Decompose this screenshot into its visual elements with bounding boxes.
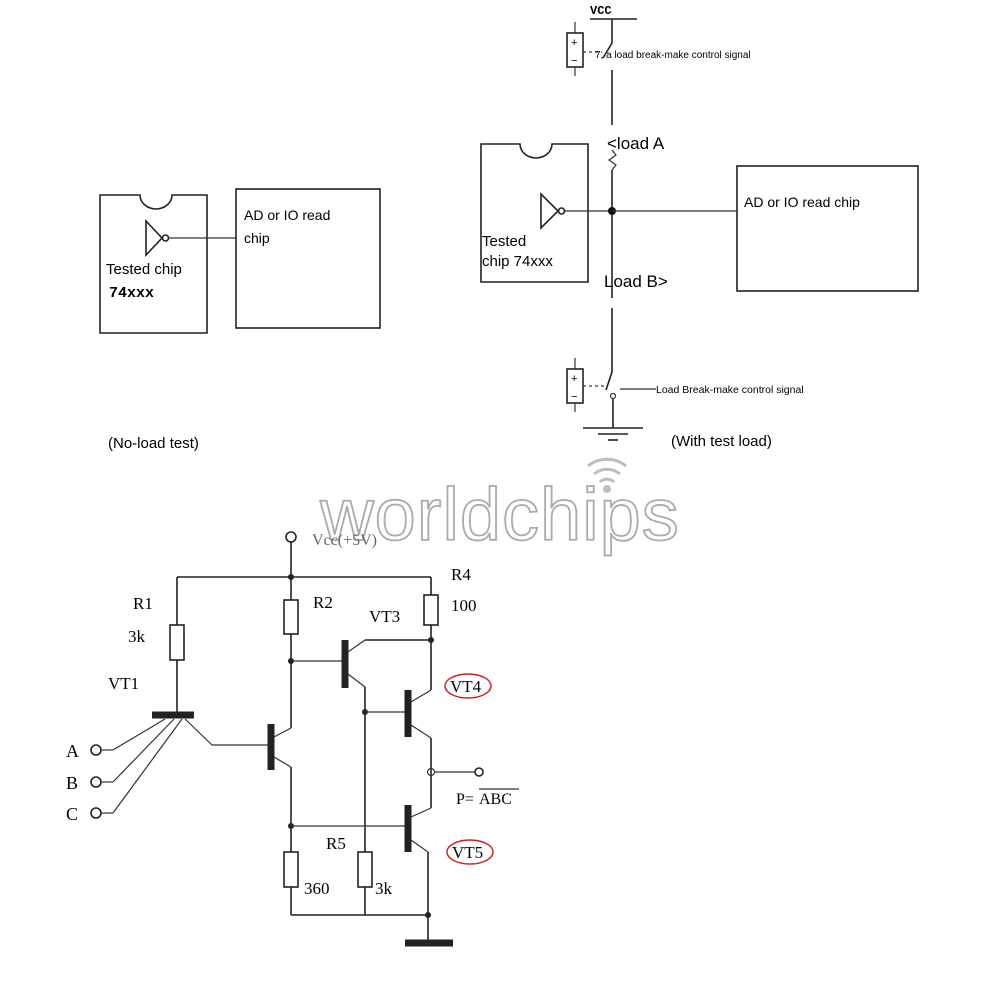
input-a-label: A bbox=[66, 741, 79, 761]
r1-name: R1 bbox=[133, 594, 153, 613]
input-c-label: C bbox=[66, 804, 78, 824]
with-load-test-diagram: VCC + − 7, a load break-make control sig… bbox=[480, 4, 919, 450]
vcc-5v-label: Vcc(+5V) bbox=[312, 532, 377, 549]
output-terminal[interactable] bbox=[474, 767, 484, 777]
top-relay-plus: + bbox=[571, 37, 577, 49]
vt5-name: VT5 bbox=[452, 843, 483, 862]
tested-chip-label: Tested chip bbox=[106, 261, 182, 278]
vt4-name: VT4 bbox=[450, 677, 482, 696]
input-b-label: B bbox=[66, 773, 78, 793]
tested-chip-body bbox=[99, 194, 208, 334]
input-b-terminal[interactable] bbox=[90, 776, 102, 788]
input-a-terminal[interactable] bbox=[90, 744, 102, 756]
vt1-emitter-c bbox=[112, 718, 183, 814]
bottom-switch-blade bbox=[605, 371, 613, 391]
inverter-bubble bbox=[161, 234, 170, 242]
vt3-collector-lead bbox=[347, 639, 366, 653]
right-read-chip-box bbox=[736, 165, 919, 292]
load-b-label: Load B> bbox=[604, 272, 668, 291]
load-a-label: <load A bbox=[607, 134, 665, 153]
bottom-control-signal-label: Load Break-make control signal bbox=[656, 384, 804, 396]
tested-chip-line1: Tested bbox=[482, 233, 526, 250]
no-load-caption: (No-load test) bbox=[108, 435, 199, 452]
r2-resistor bbox=[283, 599, 299, 635]
right-inverter-bubble bbox=[557, 207, 566, 215]
vcc-label: VCC bbox=[590, 4, 612, 18]
vt1-name: VT1 bbox=[108, 674, 139, 693]
vt1-emitter-a bbox=[112, 718, 166, 751]
r5-name: R5 bbox=[326, 834, 346, 853]
vcc-terminal bbox=[285, 531, 297, 543]
top-relay-minus: − bbox=[571, 55, 577, 67]
vt1-collector bbox=[184, 718, 213, 746]
vt4-collector-lead bbox=[410, 689, 432, 703]
vt2-emitter-lead bbox=[273, 756, 292, 768]
r4-name: R4 bbox=[451, 565, 471, 584]
vt3-name: VT3 bbox=[369, 607, 400, 626]
r4-resistor bbox=[423, 594, 439, 626]
ttl-nand-schematic: Vcc(+5V) R1 3k VT1 A B C R2 bbox=[66, 531, 519, 947]
input-c-terminal[interactable] bbox=[90, 807, 102, 819]
r1-value: 3k bbox=[128, 627, 146, 646]
vt5-emitter-lead bbox=[410, 839, 429, 853]
watermark: worldchips bbox=[318, 457, 680, 557]
r3-value: 360 bbox=[304, 879, 330, 898]
r1-resistor bbox=[169, 624, 185, 661]
inverter-symbol bbox=[145, 218, 164, 258]
with-load-caption: (With test load) bbox=[671, 433, 772, 450]
top-control-signal-label: 7, a load break-make control signal bbox=[595, 50, 751, 61]
vt3-emitter-lead bbox=[347, 673, 366, 688]
watermark-text: worldchips bbox=[319, 473, 680, 556]
load-a-resistor bbox=[607, 149, 617, 171]
bottom-relay-plus: + bbox=[571, 373, 577, 385]
right-read-chip-label: AD or IO read chip bbox=[744, 194, 860, 210]
output-node bbox=[426, 767, 436, 777]
vt2-collector-lead bbox=[273, 727, 292, 738]
vt1-emitter-b bbox=[112, 718, 175, 783]
vt4-emitter-lead bbox=[410, 724, 432, 739]
r5-value: 3k bbox=[375, 879, 393, 898]
wifi-icon bbox=[587, 457, 627, 493]
no-load-test-diagram: Tested chip 74xxx AD or IO read chip (No… bbox=[99, 188, 381, 452]
vt5-collector-lead bbox=[410, 807, 432, 818]
read-chip-box bbox=[235, 188, 381, 329]
r4-node bbox=[428, 637, 434, 643]
output-expression: ABC bbox=[479, 791, 512, 808]
vt5-highlight bbox=[446, 839, 494, 865]
read-chip-label-line1: AD or IO read bbox=[244, 207, 330, 223]
r5-resistor bbox=[357, 851, 373, 888]
tested-chip-line2: chip 74xxx bbox=[482, 253, 553, 270]
tested-chip-74xxx-body bbox=[480, 143, 589, 283]
vt4-highlight bbox=[444, 673, 492, 699]
r3-resistor bbox=[283, 851, 299, 888]
bottom-relay-minus: − bbox=[571, 391, 577, 403]
chip-part-label: 74xxx bbox=[109, 285, 154, 302]
r4-value: 100 bbox=[451, 596, 477, 615]
output-prefix: P= bbox=[456, 791, 474, 808]
top-switch-blade bbox=[602, 42, 613, 59]
read-chip-label-line2: chip bbox=[244, 230, 270, 246]
bottom-switch-contact bbox=[609, 392, 617, 400]
right-inverter-symbol bbox=[540, 192, 560, 230]
r2-name: R2 bbox=[313, 593, 333, 612]
